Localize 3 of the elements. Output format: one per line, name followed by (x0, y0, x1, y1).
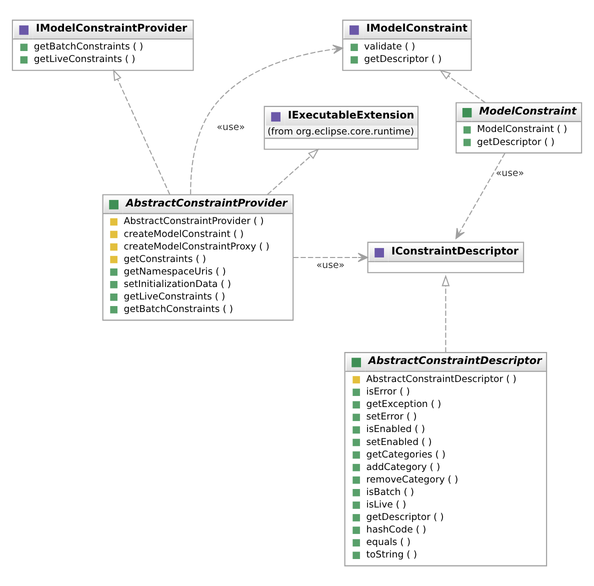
edge-label: «use» (216, 122, 245, 134)
edge-label: «use» (316, 260, 345, 272)
edge-label: «use» (496, 168, 524, 180)
